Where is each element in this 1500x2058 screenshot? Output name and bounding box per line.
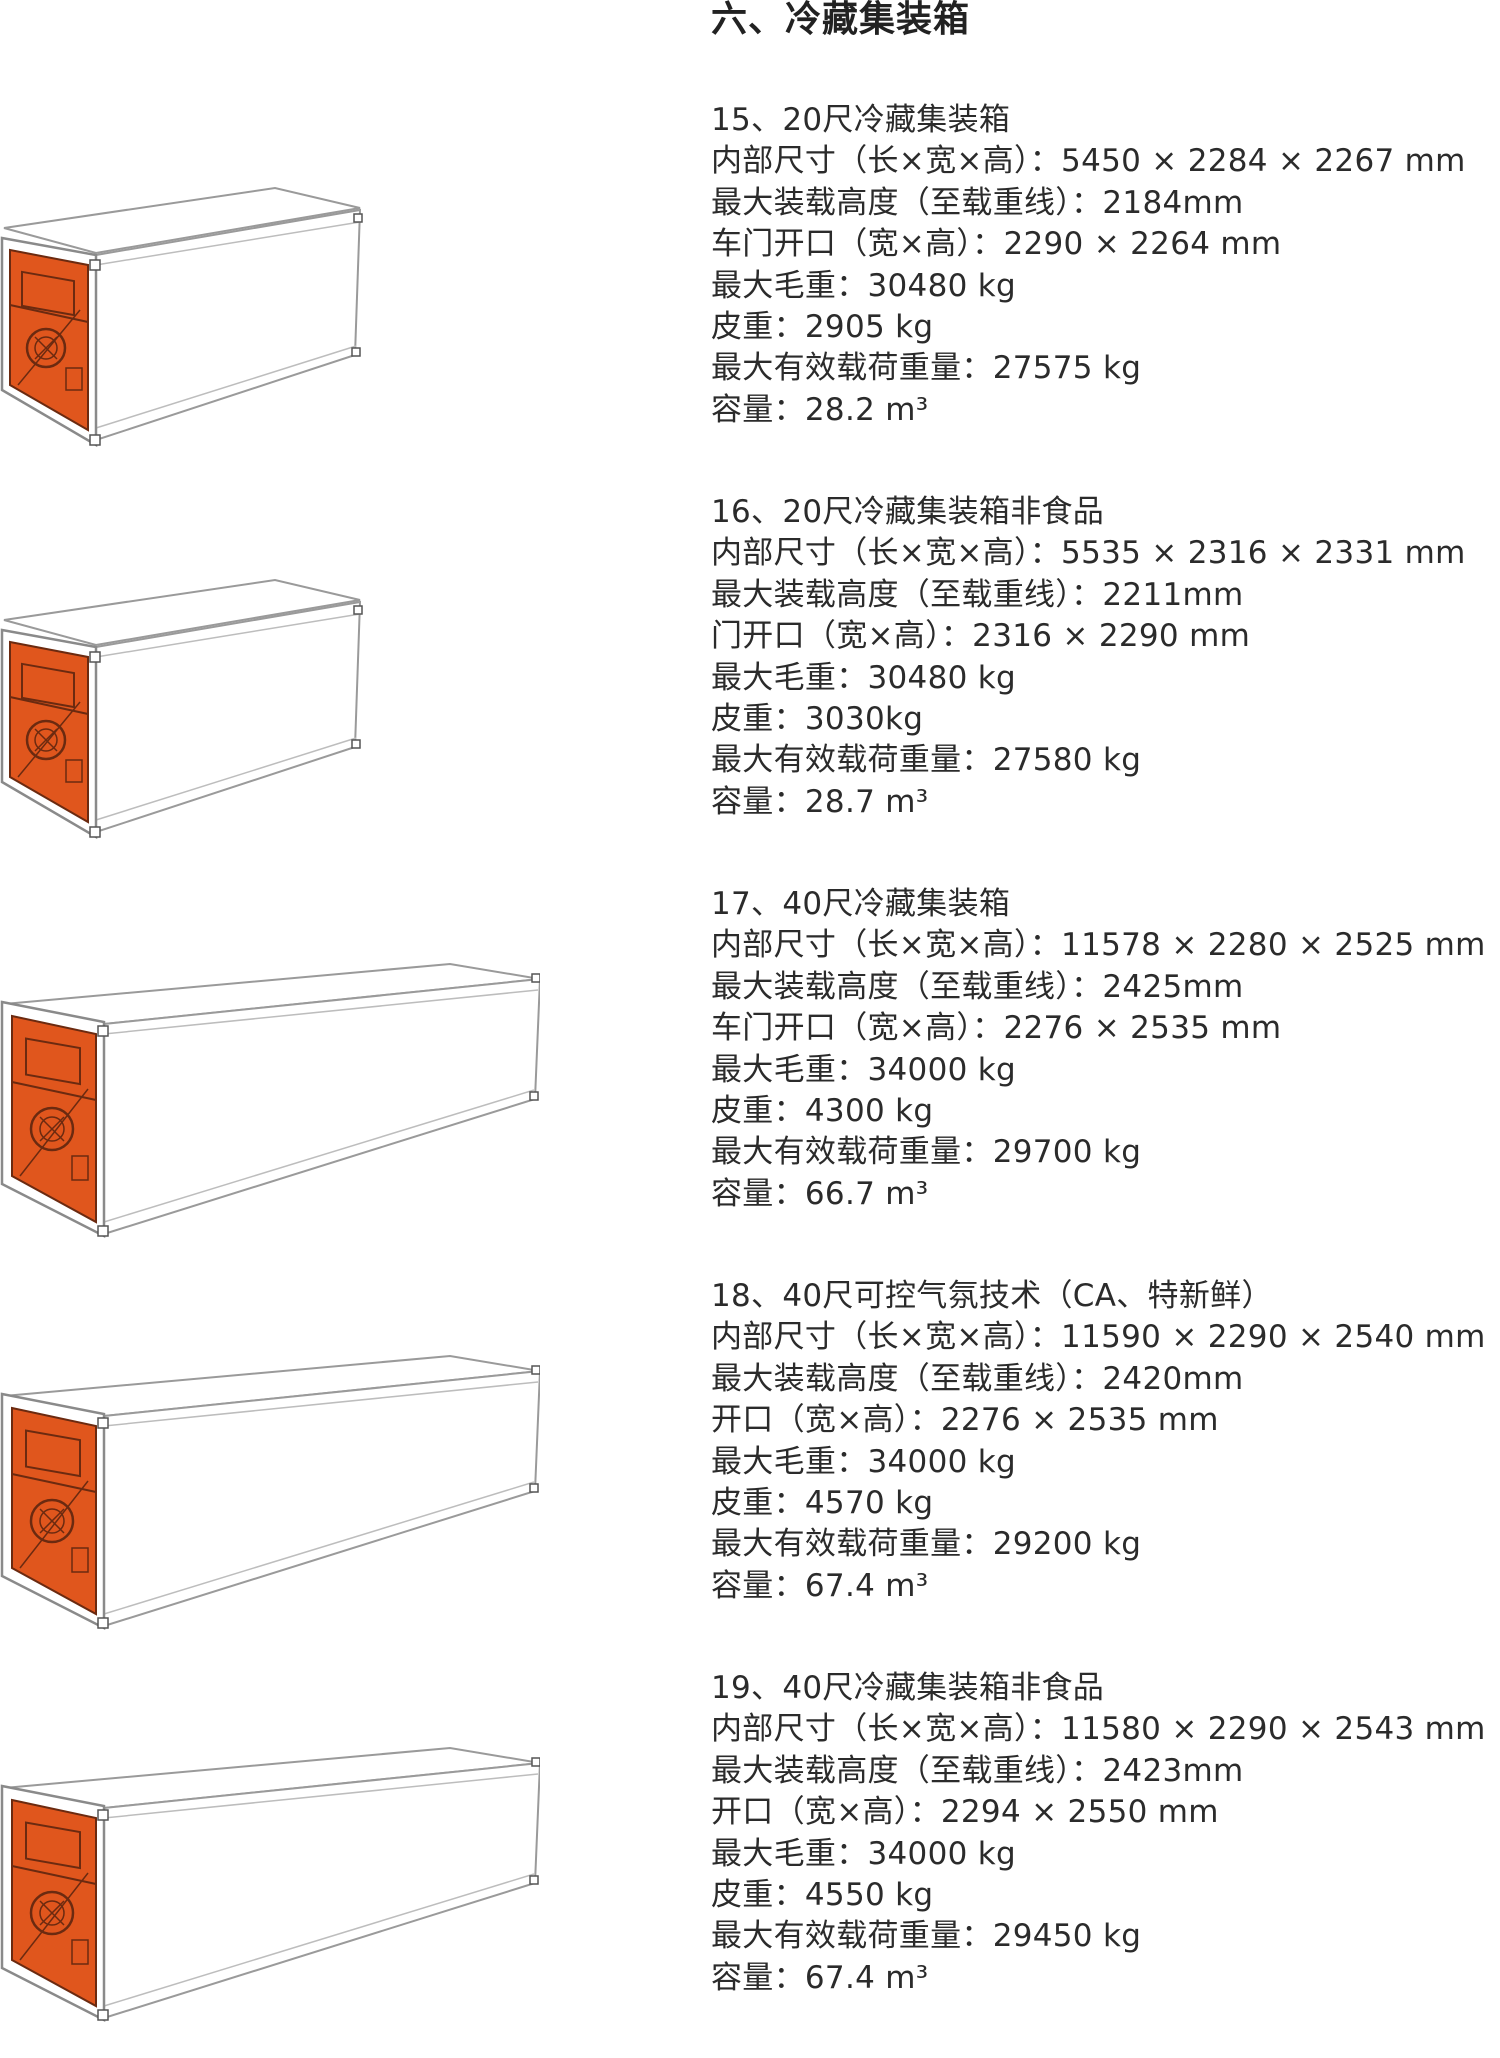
spec-line: 开口（宽×高）：2276 × 2535 mm xyxy=(711,1402,1219,1439)
section-title: 六、冷藏集装箱 xyxy=(711,0,971,40)
spec-list: 17、40尺冷藏集装箱 内部尺寸（长×宽×高）：11578 × 2280 × 2… xyxy=(711,884,1486,1215)
spec-line: 最大装载高度（至载重线）：2425mm xyxy=(711,968,1244,1005)
spec-line: 最大毛重：34000 kg xyxy=(711,1835,1016,1872)
spec-list: 18、40尺可控气氛技术（CA、特新鲜） 内部尺寸（长×宽×高）：11590 ×… xyxy=(711,1276,1486,1607)
container-entry-15: 15、20尺冷藏集装箱 内部尺寸（长×宽×高）：5450 × 2284 × 22… xyxy=(0,100,1500,490)
entry-title: 17、40尺冷藏集装箱 xyxy=(711,886,1011,922)
spec-line: 车门开口（宽×高）：2290 × 2264 mm xyxy=(711,226,1282,263)
spec-line: 最大装载高度（至载重线）：2420mm xyxy=(711,1360,1244,1397)
spec-list: 19、40尺冷藏集装箱非食品 内部尺寸（长×宽×高）：11580 × 2290 … xyxy=(711,1668,1486,1999)
entry-title: 16、20尺冷藏集装箱非食品 xyxy=(711,494,1105,530)
spec-line: 最大装载高度（至载重线）：2211mm xyxy=(711,576,1244,613)
spec-line: 开口（宽×高）：2294 × 2550 mm xyxy=(711,1794,1219,1831)
40ft-reefer-container-icon xyxy=(0,1668,540,2058)
entry-title: 19、40尺冷藏集装箱非食品 xyxy=(711,1670,1105,1706)
spec-line: 皮重：3030kg xyxy=(711,701,924,738)
container-entry-18: 18、40尺可控气氛技术（CA、特新鲜） 内部尺寸（长×宽×高）：11590 ×… xyxy=(0,1276,1500,1666)
spec-line: 最大毛重：34000 kg xyxy=(711,1443,1016,1480)
spec-line: 皮重：4550 kg xyxy=(711,1877,934,1914)
spec-line: 内部尺寸（长×宽×高）：11590 × 2290 × 2540 mm xyxy=(711,1319,1486,1356)
spec-line: 皮重：4300 kg xyxy=(711,1093,934,1130)
spec-line: 皮重：4570 kg xyxy=(711,1485,934,1522)
40ft-reefer-container-icon xyxy=(0,884,540,1274)
spec-line: 最大有效载荷重量：27580 kg xyxy=(711,742,1142,779)
container-entry-17: 17、40尺冷藏集装箱 内部尺寸（长×宽×高）：11578 × 2280 × 2… xyxy=(0,884,1500,1274)
spec-line: 最大毛重：30480 kg xyxy=(711,267,1016,304)
spec-list: 15、20尺冷藏集装箱 内部尺寸（长×宽×高）：5450 × 2284 × 22… xyxy=(711,100,1466,431)
spec-line: 门开口（宽×高）：2316 × 2290 mm xyxy=(711,618,1251,655)
spec-line: 内部尺寸（长×宽×高）：11580 × 2290 × 2543 mm xyxy=(711,1711,1486,1748)
spec-line: 容量：66.7 m³ xyxy=(711,1175,929,1212)
spec-line: 最大毛重：30480 kg xyxy=(711,659,1016,696)
40ft-reefer-container-icon xyxy=(0,1276,540,1666)
entry-title: 18、40尺可控气氛技术（CA、特新鲜） xyxy=(711,1278,1273,1314)
spec-line: 最大有效载荷重量：29450 kg xyxy=(711,1918,1142,1955)
spec-line: 皮重：2905 kg xyxy=(711,309,934,346)
spec-line: 容量：28.2 m³ xyxy=(711,391,929,428)
spec-line: 容量：67.4 m³ xyxy=(711,1959,929,1996)
spec-line: 容量：28.7 m³ xyxy=(711,783,929,820)
spec-line: 内部尺寸（长×宽×高）：5450 × 2284 × 2267 mm xyxy=(711,143,1466,180)
20ft-reefer-container-icon xyxy=(0,100,540,490)
spec-line: 内部尺寸（长×宽×高）：5535 × 2316 × 2331 mm xyxy=(711,535,1466,572)
spec-line: 最大有效载荷重量：27575 kg xyxy=(711,350,1142,387)
spec-line: 最大毛重：34000 kg xyxy=(711,1051,1016,1088)
spec-line: 最大有效载荷重量：29700 kg xyxy=(711,1134,1142,1171)
spec-line: 最大装载高度（至载重线）：2423mm xyxy=(711,1752,1244,1789)
spec-line: 容量：67.4 m³ xyxy=(711,1567,929,1604)
spec-line: 最大装载高度（至载重线）：2184mm xyxy=(711,184,1244,221)
container-entry-19: 19、40尺冷藏集装箱非食品 内部尺寸（长×宽×高）：11580 × 2290 … xyxy=(0,1668,1500,2058)
container-entry-16: 16、20尺冷藏集装箱非食品 内部尺寸（长×宽×高）：5535 × 2316 ×… xyxy=(0,492,1500,882)
20ft-reefer-container-icon xyxy=(0,492,540,882)
entry-title: 15、20尺冷藏集装箱 xyxy=(711,102,1011,138)
spec-line: 车门开口（宽×高）：2276 × 2535 mm xyxy=(711,1010,1282,1047)
spec-line: 内部尺寸（长×宽×高）：11578 × 2280 × 2525 mm xyxy=(711,927,1486,964)
spec-line: 最大有效载荷重量：29200 kg xyxy=(711,1526,1142,1563)
spec-list: 16、20尺冷藏集装箱非食品 内部尺寸（长×宽×高）：5535 × 2316 ×… xyxy=(711,492,1466,823)
